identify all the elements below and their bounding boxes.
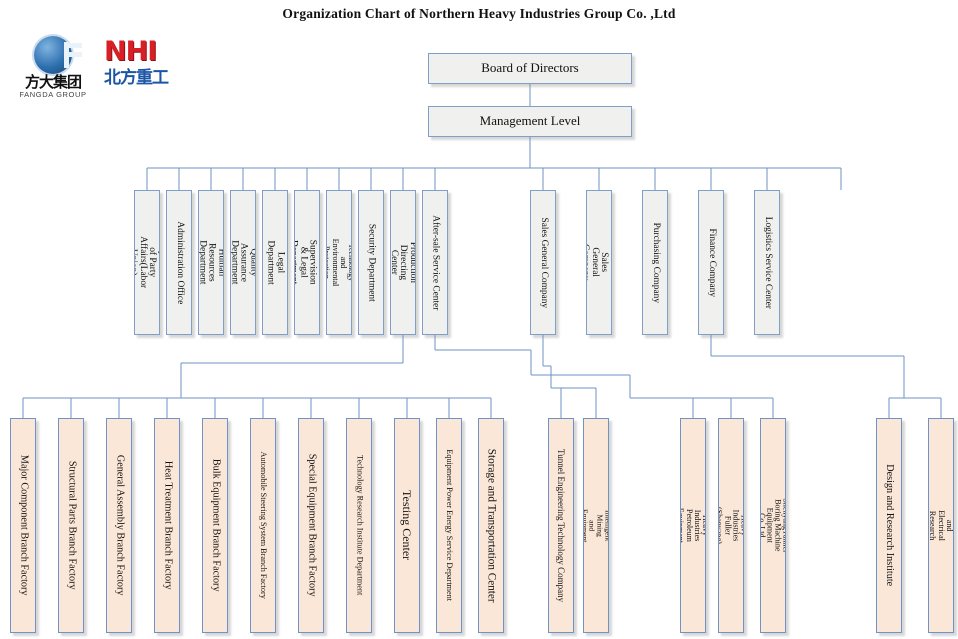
node-joint-venture-2[interactable]: Northern Heavy Industries Fuller (Shenya…: [718, 418, 744, 633]
node-label: Equipment Power Energy Service Departmen…: [445, 449, 455, 602]
fangda-logo-chinese: 方大集团: [24, 73, 82, 91]
node-department-8[interactable]: Security Department: [358, 190, 384, 335]
node-department-1[interactable]: Department of Party Affairs(Labor Union): [134, 190, 160, 335]
node-label: After-sale Service Center: [430, 214, 441, 311]
node-label: Quality Assurance Department: [230, 240, 256, 285]
node-label: Sales General Company: [538, 217, 549, 308]
node-board-of-directors[interactable]: Board of Directors: [428, 53, 632, 84]
node-label: Shenyang Mechanical and Electrical Resea…: [928, 507, 954, 543]
node-label: Logistics Service Center: [762, 216, 773, 309]
node-department-10[interactable]: After-sale Service Center: [422, 190, 448, 335]
node-label: Management Level: [479, 113, 581, 129]
node-label: Automobile Steering System Branch Factor…: [259, 451, 269, 600]
node-production-unit-1[interactable]: Major Component Branch Factory: [10, 418, 36, 633]
node-sales-subsidiary-1[interactable]: Tunnel Engineering Technology Company: [548, 418, 574, 633]
node-department-6[interactable]: Audit, Supervision & Legal Department: [294, 190, 320, 335]
node-label: Department of Party Affairs(Labor Union): [134, 236, 160, 289]
node-production-unit-4[interactable]: Heat Treatment Branch Factory: [154, 418, 180, 633]
nhi-logo-latin: NHI: [104, 36, 157, 67]
node-sales-subsidiary-2[interactable]: State Key Laboratory of Intelligent Mini…: [583, 418, 609, 633]
node-label: Tunnel Engineering Technology Company: [556, 448, 567, 603]
node-label: Heat Treatment Branch Factory: [162, 461, 174, 590]
node-company-5[interactable]: Logistics Service Center: [754, 190, 780, 335]
node-label: General Assembly Branch Factory: [114, 455, 126, 596]
nhi-logo: NHI 北方重工: [104, 38, 199, 98]
node-label: Production Directing Center: [390, 241, 416, 284]
node-department-7[interactable]: Safety Technology and Environmental Prot…: [326, 190, 352, 335]
node-company-1[interactable]: Sales General Company: [530, 190, 556, 335]
node-production-unit-3[interactable]: General Assembly Branch Factory: [106, 418, 132, 633]
node-label: Northern Heavy Industries Fuller (Shenya…: [718, 507, 744, 544]
fangda-f-circle-icon: [34, 36, 82, 74]
node-production-unit-7[interactable]: Special Equipment Branch Factory: [298, 418, 324, 633]
logo-group: 方大集团 FANGDA GROUP NHI 北方重工: [12, 36, 197, 102]
fangda-logo-english: FANGDA GROUP: [19, 90, 87, 99]
node-production-unit-10[interactable]: Equipment Power Energy Service Departmen…: [436, 418, 462, 633]
node-joint-venture-1[interactable]: Northern Heavy Industries Petroleum Equi…: [680, 418, 706, 633]
node-label: Northern Heavy Industries Petroleum Equi…: [680, 507, 706, 544]
node-company-4[interactable]: Finance Company: [698, 190, 724, 335]
node-label: Finance Company: [706, 228, 717, 297]
node-label: Structural Parts Branch Factory: [66, 461, 78, 590]
page-title: Organization Chart of Northern Heavy Ind…: [282, 6, 676, 21]
node-production-unit-8[interactable]: Technology Research Institute Department: [346, 418, 372, 633]
node-company-3[interactable]: Purchasing Company: [642, 190, 668, 335]
node-label: Purchasing Company: [650, 222, 661, 303]
node-joint-venture-3[interactable]: ShenyangTunnel Boring Machine Equipment …: [760, 418, 786, 633]
node-label: Security Department: [366, 223, 377, 302]
node-label: Administration Office: [174, 221, 185, 304]
node-label: Safety Technology and Environmental Prot…: [326, 238, 352, 287]
node-institute-2[interactable]: Shenyang Mechanical and Electrical Resea…: [928, 418, 954, 633]
node-department-2[interactable]: Administration Office: [166, 190, 192, 335]
node-department-9[interactable]: Production Directing Center: [390, 190, 416, 335]
node-company-2[interactable]: International Sales General Company: [586, 190, 612, 335]
node-label: Major Component Branch Factory: [18, 455, 30, 596]
node-label: Bulk Equipment Branch Factory: [210, 459, 222, 592]
node-label: Board of Directors: [481, 60, 579, 76]
node-label: ShenyangTunnel Boring Machine Equipment …: [760, 498, 786, 553]
node-institute-1[interactable]: Design and Research Institute: [876, 418, 902, 633]
node-label: State Key Laboratory of Intelligent Mini…: [583, 508, 609, 543]
node-label: Technology Research Institute Department: [355, 455, 365, 596]
node-label: Storage and Transportation Center: [485, 448, 498, 603]
node-label: Human Resources Department: [198, 240, 224, 285]
node-department-3[interactable]: Human Resources Department: [198, 190, 224, 335]
node-label: Testing Center: [400, 490, 415, 561]
nhi-logo-chinese: 北方重工: [104, 68, 169, 88]
node-department-5[interactable]: Legal Department: [262, 190, 288, 335]
node-label: Legal Department: [266, 240, 286, 285]
node-production-unit-6[interactable]: Automobile Steering System Branch Factor…: [250, 418, 276, 633]
node-label: Audit, Supervision & Legal Department: [294, 240, 320, 285]
fangda-group-logo: 方大集团 FANGDA GROUP: [12, 36, 94, 100]
node-department-4[interactable]: Quality Assurance Department: [230, 190, 256, 335]
node-production-unit-9[interactable]: Testing Center: [394, 418, 420, 633]
node-management-level[interactable]: Management Level: [428, 106, 632, 137]
node-label: Design and Research Institute: [884, 464, 896, 587]
node-production-unit-11[interactable]: Storage and Transportation Center: [478, 418, 504, 633]
node-label: Special Equipment Branch Factory: [306, 454, 318, 597]
node-label: International Sales General Company: [586, 238, 612, 287]
node-production-unit-2[interactable]: Structural Parts Branch Factory: [58, 418, 84, 633]
node-production-unit-5[interactable]: Bulk Equipment Branch Factory: [202, 418, 228, 633]
